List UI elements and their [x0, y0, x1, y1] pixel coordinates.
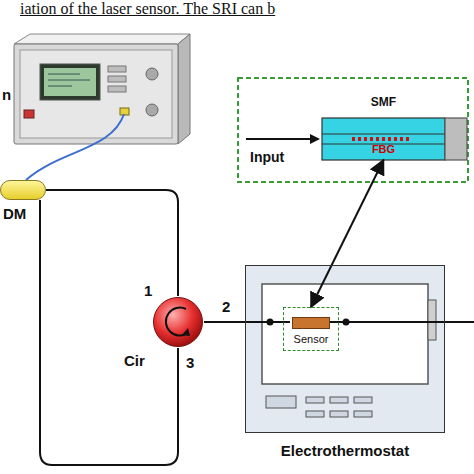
node-text: FBG	[322, 143, 445, 155]
sensor-box: Sensor	[283, 307, 339, 351]
cropped-text: n	[2, 86, 11, 103]
electrothermostat: ElectrothermostatSensor	[245, 265, 445, 433]
fiber-connector	[204, 321, 283, 323]
port-number: 1	[144, 282, 152, 299]
fiber-cladding	[322, 118, 445, 160]
node-text: SMF	[322, 95, 445, 109]
sensor-element	[292, 317, 330, 329]
circulator-symbol	[152, 296, 204, 348]
port-number: 2	[222, 298, 230, 315]
oven-display	[266, 396, 296, 408]
oven-body	[245, 265, 445, 433]
node-text: Electrothermostat	[246, 442, 444, 459]
input-arrowhead	[310, 134, 320, 144]
grating	[352, 137, 412, 141]
end-cap	[445, 118, 467, 160]
splice-dot	[343, 319, 350, 326]
fiber-core	[322, 134, 445, 135]
input-arrow	[246, 138, 312, 140]
oven-buttons	[306, 397, 372, 417]
circulator: Cir	[152, 296, 204, 348]
node-text: DM	[3, 205, 26, 222]
caption-fragment: iation of the laser sensor. The SRI can …	[20, 0, 275, 18]
fiber-section: SMF FBG	[322, 95, 445, 160]
fiber-line	[328, 321, 474, 323]
node-text: Sensor	[284, 333, 338, 345]
oven-handle	[428, 300, 436, 340]
port-number: 3	[186, 354, 194, 371]
fiber-connector	[46, 190, 178, 296]
inset-frame	[238, 78, 468, 182]
oven-window	[262, 284, 428, 384]
input-label: Input	[250, 149, 284, 165]
instrument	[14, 34, 190, 144]
fiber-connector	[311, 160, 384, 307]
node-text: Cir	[124, 352, 145, 369]
wdm-coupler: DM	[0, 180, 46, 200]
cable	[26, 114, 124, 180]
